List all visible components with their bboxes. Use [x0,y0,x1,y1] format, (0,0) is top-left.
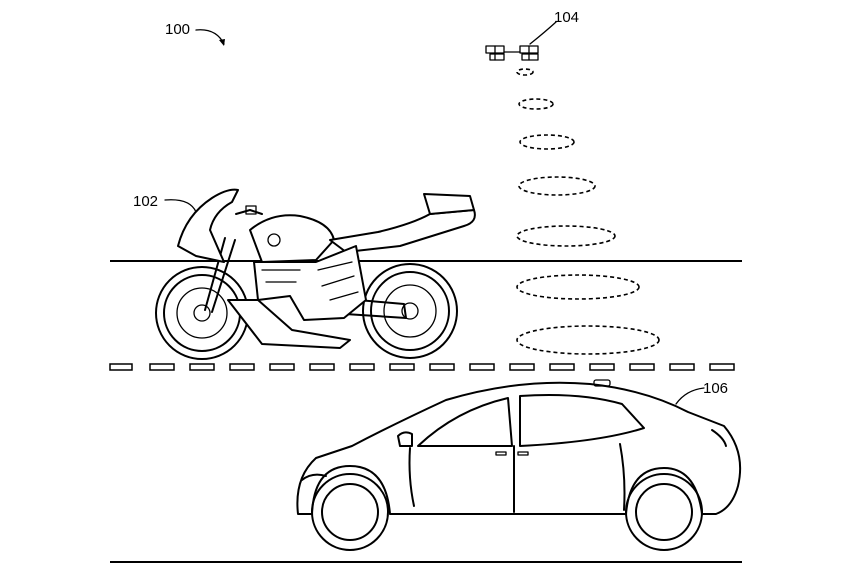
ref-label-system: 100 [165,21,190,38]
ref-label-motorcycle: 102 [133,193,158,210]
motorcycle [155,188,476,360]
drone [485,45,539,61]
ref-leader-drone [529,21,557,45]
ref-leader-car [675,387,705,405]
lane-divider [109,363,735,371]
ref-arrowhead-system [219,39,225,46]
scan-beam [516,68,660,355]
ref-leader-motorcycle [164,199,197,213]
ref-label-car: 106 [703,380,728,397]
ref-label-drone: 104 [554,9,579,26]
ref-arrow-system [195,29,225,45]
car [296,379,742,551]
